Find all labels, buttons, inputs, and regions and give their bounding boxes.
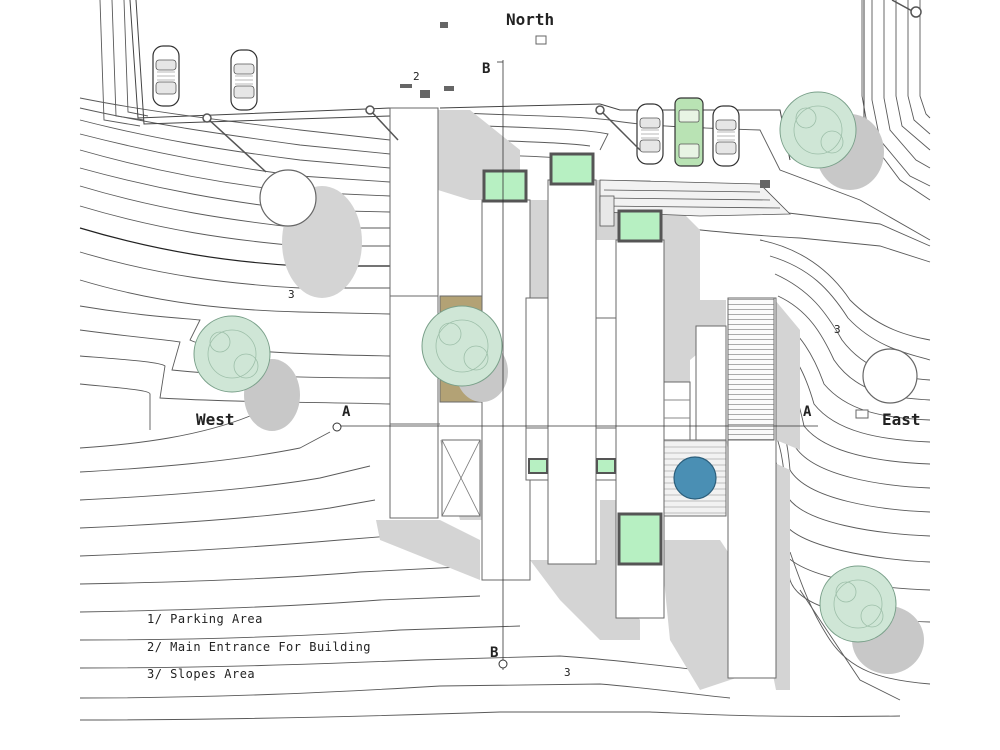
building-block-1 [389,107,440,519]
compass-west-label: West [196,410,235,429]
sphere-object-west [259,169,317,227]
skylights [482,152,663,566]
legend-item-parking: 1/ Parking Area [147,612,263,626]
tree-texture [207,105,884,629]
plunge-pool [673,456,717,500]
section-marker-b-bottom [498,659,508,669]
site-figures [400,22,869,419]
sphere-object-east [862,348,918,404]
compass-east-label: East [882,410,921,429]
marker-entrance: 2 [413,70,420,83]
legend-item-slopes: 3/ Slopes Area [147,667,256,681]
parked-cars [152,45,740,167]
street-lamps [202,0,922,173]
marker-slope-e: 3 [834,323,841,336]
legend-item-entrance: 2/ Main Entrance For Building [147,640,372,654]
entrance-ramp [599,179,791,227]
section-a-right-label: A [803,404,812,420]
section-b-bottom-label: B [490,645,499,661]
compass-north-label: North [506,10,555,29]
marker-slope-nw: 3 [288,288,295,301]
section-a-left-label: A [342,404,351,420]
section-marker-a-left [332,422,342,432]
section-line-b [497,60,504,670]
marker-slope-s: 3 [564,666,571,679]
stairway [727,297,775,441]
building-block-3 [547,179,617,565]
section-b-top-label: B [482,61,491,77]
